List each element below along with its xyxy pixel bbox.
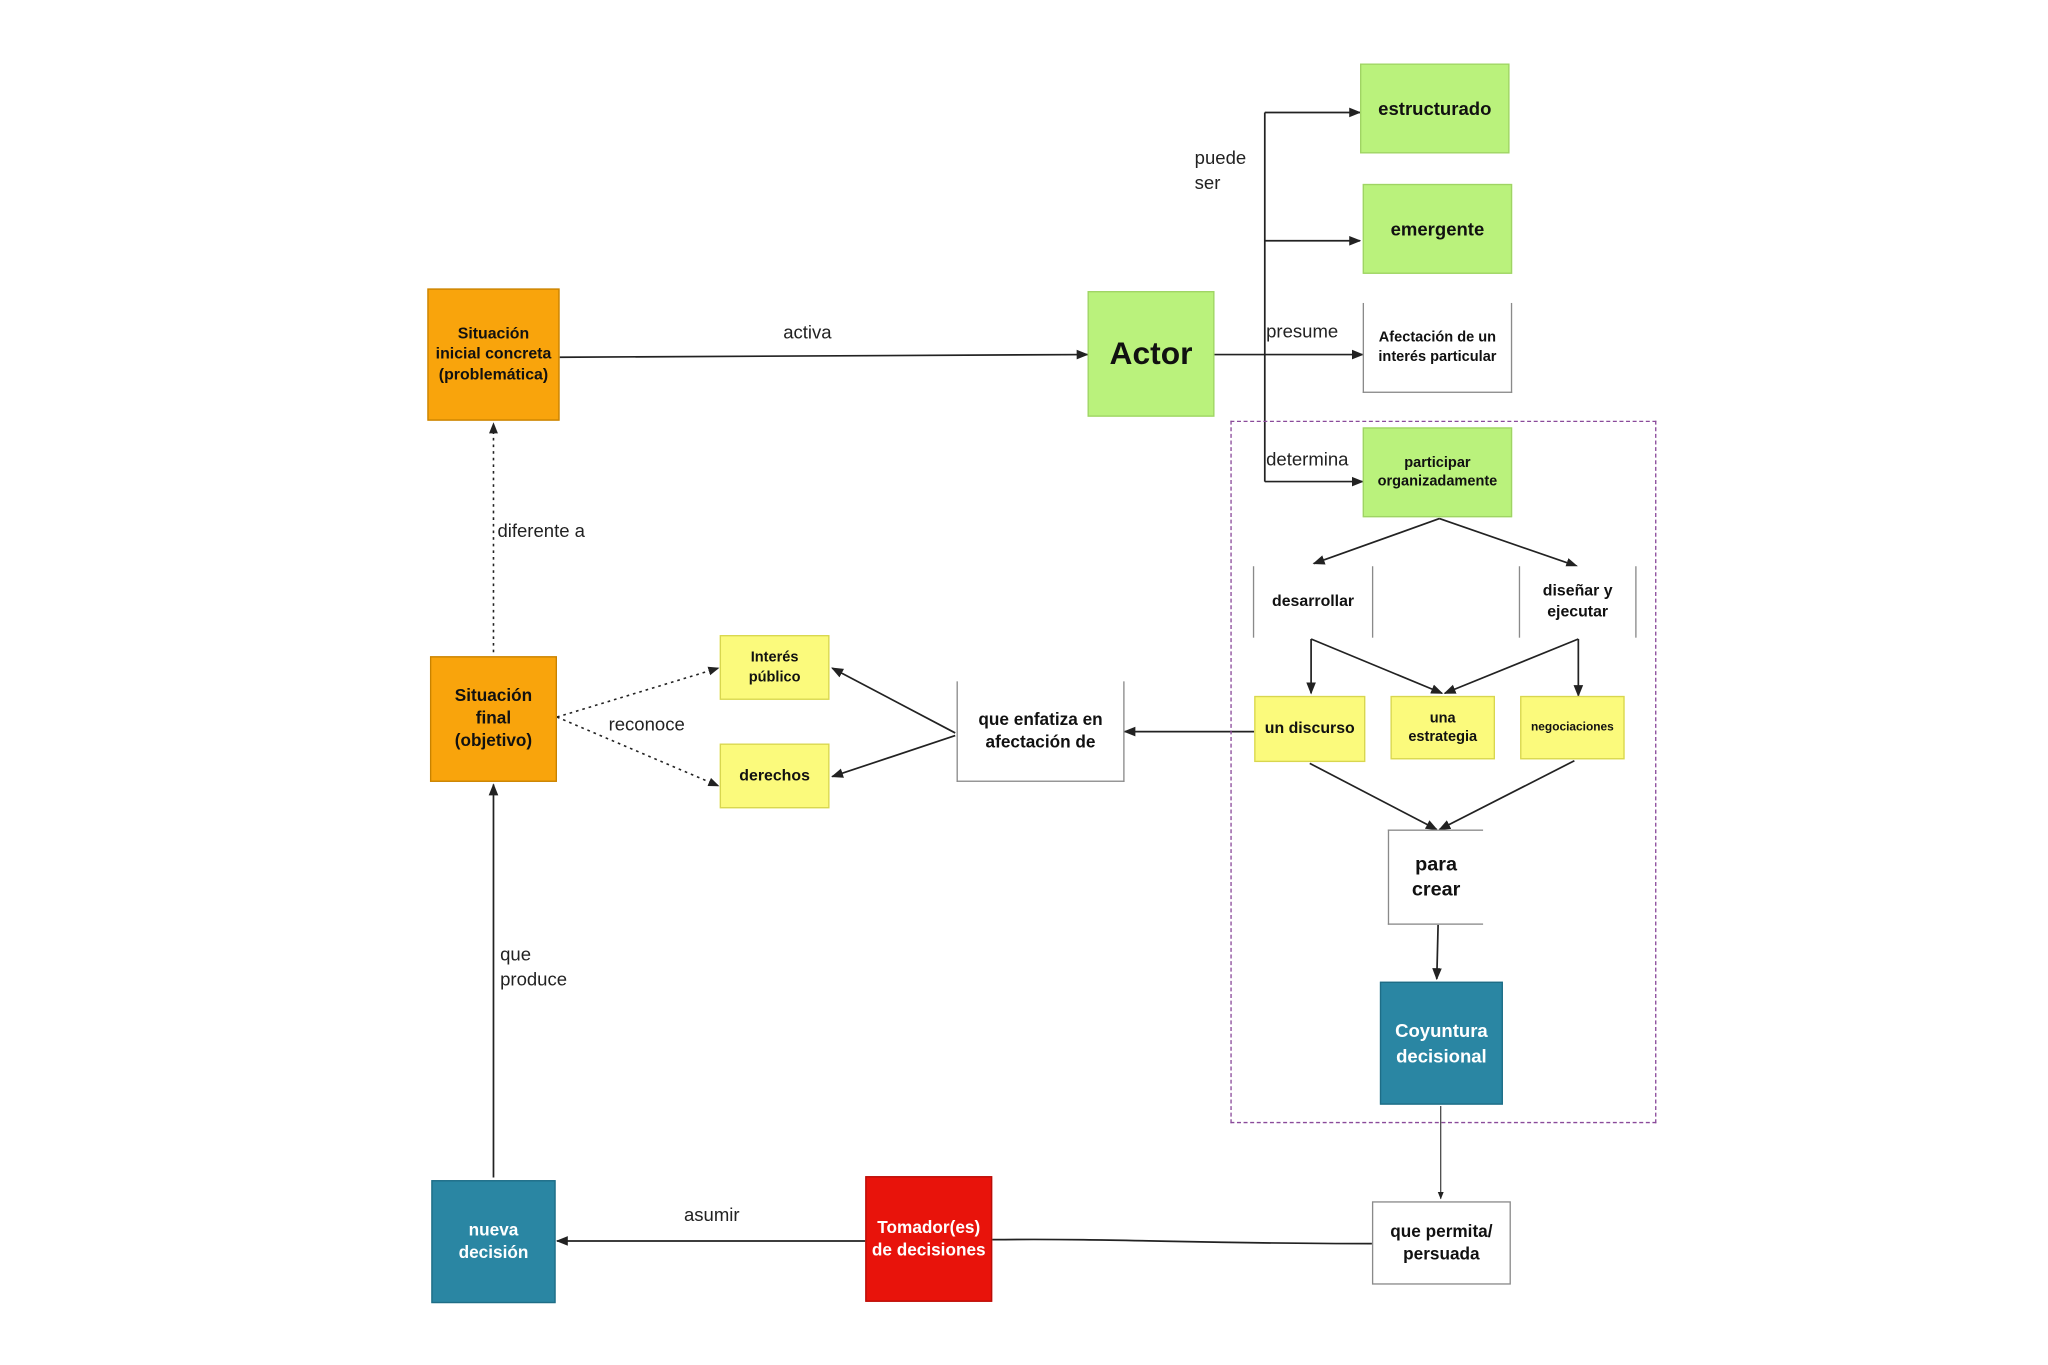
edge-label-reconoce: reconoce — [608, 713, 685, 735]
edge-label-puede-ser: puede ser — [1194, 146, 1247, 194]
edge-label-activa: activa — [783, 321, 832, 343]
para-crear-node: para crear — [1387, 829, 1484, 925]
edge-label-que-produce: que produce — [500, 943, 568, 990]
edge-label-asumir: asumir — [683, 1203, 740, 1226]
negociaciones-node: negociaciones — [1520, 695, 1625, 760]
nueva-decision-node: nueva decisión — [431, 1180, 556, 1304]
actor-participation-group — [1230, 420, 1657, 1124]
que-permita-node: que permita/ persuada — [1371, 1201, 1511, 1285]
que-enfatiza-node: que enfatiza en afectación de — [956, 681, 1125, 782]
actor-node: Actor — [1087, 291, 1215, 417]
interes-publico-node: Interés público — [719, 635, 830, 700]
disenar-node: diseñar y ejecutar — [1518, 566, 1637, 638]
situacion-inicial-node: Situación inicial concreta (problemática… — [427, 288, 560, 421]
edge-label-presume: presume — [1266, 320, 1339, 342]
desarrollar-node: desarrollar — [1252, 566, 1374, 638]
tomadores-decisiones-node: Tomador(es) de decisiones — [865, 1176, 993, 1302]
edge-label-determina: determina — [1266, 448, 1349, 470]
participar-node: participar organizadamente — [1362, 427, 1513, 518]
coyuntura-decisional-node: Coyuntura decisional — [1379, 981, 1503, 1105]
una-estrategia-node: una estrategia — [1390, 695, 1495, 760]
un-discurso-node: un discurso — [1254, 695, 1366, 763]
afectacion-interes-node: Afectación de un interés particular — [1362, 302, 1513, 393]
estructurado-node: estructurado — [1360, 63, 1510, 154]
derechos-node: derechos — [719, 743, 830, 809]
emergente-node: emergente — [1362, 183, 1513, 274]
edge-label-diferente-a: diferente a — [497, 519, 585, 542]
situacion-final-node: Situación final (objetivo) — [429, 656, 557, 782]
